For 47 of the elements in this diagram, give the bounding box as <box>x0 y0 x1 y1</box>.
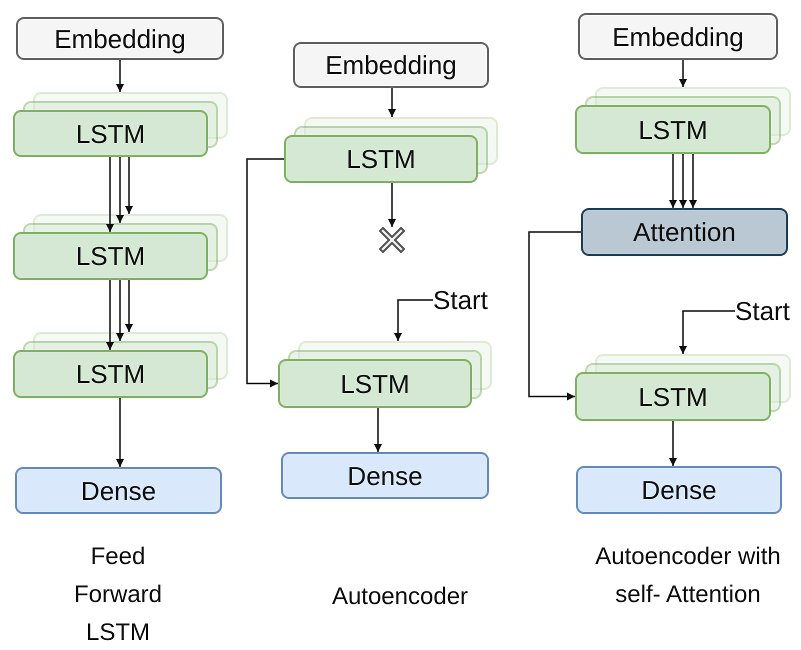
stacked-box <box>575 354 791 421</box>
cross-mark <box>379 227 405 253</box>
stacked-box <box>278 341 492 408</box>
box-label: LSTM <box>76 120 146 146</box>
box-label: LSTM <box>346 146 416 172</box>
box-label: LSTM <box>638 116 708 142</box>
caption: Feed Forward LSTM <box>72 542 164 648</box>
box-label: LSTM <box>76 361 146 387</box>
process-box: Dense <box>576 466 782 514</box>
arrow <box>669 154 677 208</box>
box-label: LSTM <box>76 243 146 269</box>
box-label: LSTM <box>340 370 410 396</box>
arrow <box>116 157 124 223</box>
process-box: Embedding <box>16 17 224 60</box>
arrow <box>374 408 382 452</box>
stacked-box <box>575 87 791 154</box>
arrow <box>679 154 687 208</box>
arrow <box>394 299 433 341</box>
process-box: Embedding <box>578 13 778 60</box>
start-label: Start <box>735 296 801 326</box>
arrow <box>116 60 124 92</box>
arrow <box>669 421 677 466</box>
arrow <box>679 310 735 354</box>
arrow <box>125 280 133 332</box>
arrow <box>689 154 697 208</box>
arrow <box>125 157 133 214</box>
caption: Autoencoder <box>330 582 470 612</box>
caption: Autoencoder with self- Attention <box>594 542 782 610</box>
stacked-box <box>13 332 228 398</box>
process-box: Attention <box>581 208 788 256</box>
process-box: Embedding <box>293 42 489 88</box>
arrow <box>116 280 124 341</box>
arrow <box>116 398 124 467</box>
stacked-box <box>284 117 498 183</box>
arrow <box>679 60 687 87</box>
arrow <box>388 88 396 117</box>
process-box: Dense <box>281 452 489 499</box>
arrow <box>246 158 284 388</box>
stacked-box <box>13 214 228 280</box>
arrow <box>106 157 114 232</box>
arrow <box>388 183 396 227</box>
process-box: Dense <box>15 467 222 514</box>
box-label: LSTM <box>638 384 708 410</box>
arrow <box>528 231 581 400</box>
start-label: Start <box>433 285 500 315</box>
arrow <box>106 280 114 350</box>
stacked-box <box>13 92 228 157</box>
